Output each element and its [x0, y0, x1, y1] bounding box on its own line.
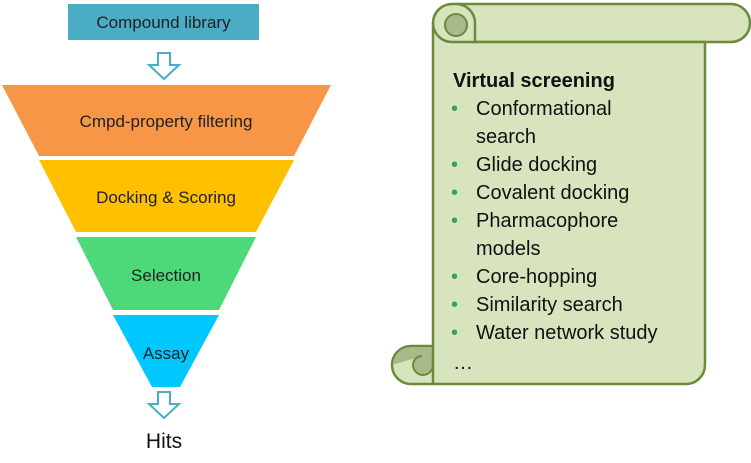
scroll-bottom-curl	[391, 345, 434, 376]
funnel-stage-label: Docking & Scoring	[96, 188, 236, 207]
virtual-screening-scroll: Virtual screening •Conformationalsearch•…	[390, 2, 751, 386]
scroll-ellipsis: …	[453, 352, 473, 374]
bullet-item-text: Water network study	[476, 322, 658, 344]
scroll-top-curl	[444, 13, 468, 37]
bullet-item-text: Core-hopping	[476, 266, 597, 288]
bullet-item-text: models	[476, 238, 540, 260]
arrow-down-icon	[146, 52, 182, 81]
funnel-stage-selection	[76, 237, 256, 310]
bullet-dot: •	[451, 210, 458, 232]
arrow-down-icon	[146, 391, 182, 420]
compound-library-box	[68, 4, 259, 40]
bullet-dot: •	[451, 294, 458, 316]
funnel-stage-assay	[113, 315, 219, 387]
scroll-top-curl-line	[431, 22, 475, 44]
funnel: Compound library Cmpd-property filtering…	[2, 4, 331, 453]
bullet-dot: •	[451, 266, 458, 288]
bullet-dot: •	[451, 322, 458, 344]
bullet-item-text: Pharmacophore	[476, 210, 618, 232]
bullet-item-text: search	[476, 126, 536, 148]
funnel-stage-docking-scoring	[39, 160, 294, 232]
funnel-stage-label: Cmpd-property filtering	[80, 112, 253, 131]
bullet-dot: •	[451, 154, 458, 176]
scroll-top-roll	[454, 2, 751, 44]
bullet-dot: •	[451, 98, 458, 120]
funnel-stage-property-filtering	[2, 85, 331, 156]
bullet-item-text: Conformational	[476, 98, 612, 120]
bullet-item-text: Similarity search	[476, 294, 623, 316]
bullet-dot: •	[451, 182, 458, 204]
hits-label: Hits	[146, 430, 182, 453]
funnel-stage-label: Assay	[143, 344, 190, 363]
compound-library-label: Compound library	[96, 13, 231, 32]
scroll-bullet-list: • Conformational search • Glide docking • Cova…	[451, 98, 658, 344]
scroll-title: Virtual screening	[453, 70, 615, 92]
bullet-item-text: Covalent docking	[476, 182, 629, 204]
bullet-item-text: Glide docking	[476, 154, 597, 176]
funnel-stage-label: Selection	[131, 266, 201, 285]
